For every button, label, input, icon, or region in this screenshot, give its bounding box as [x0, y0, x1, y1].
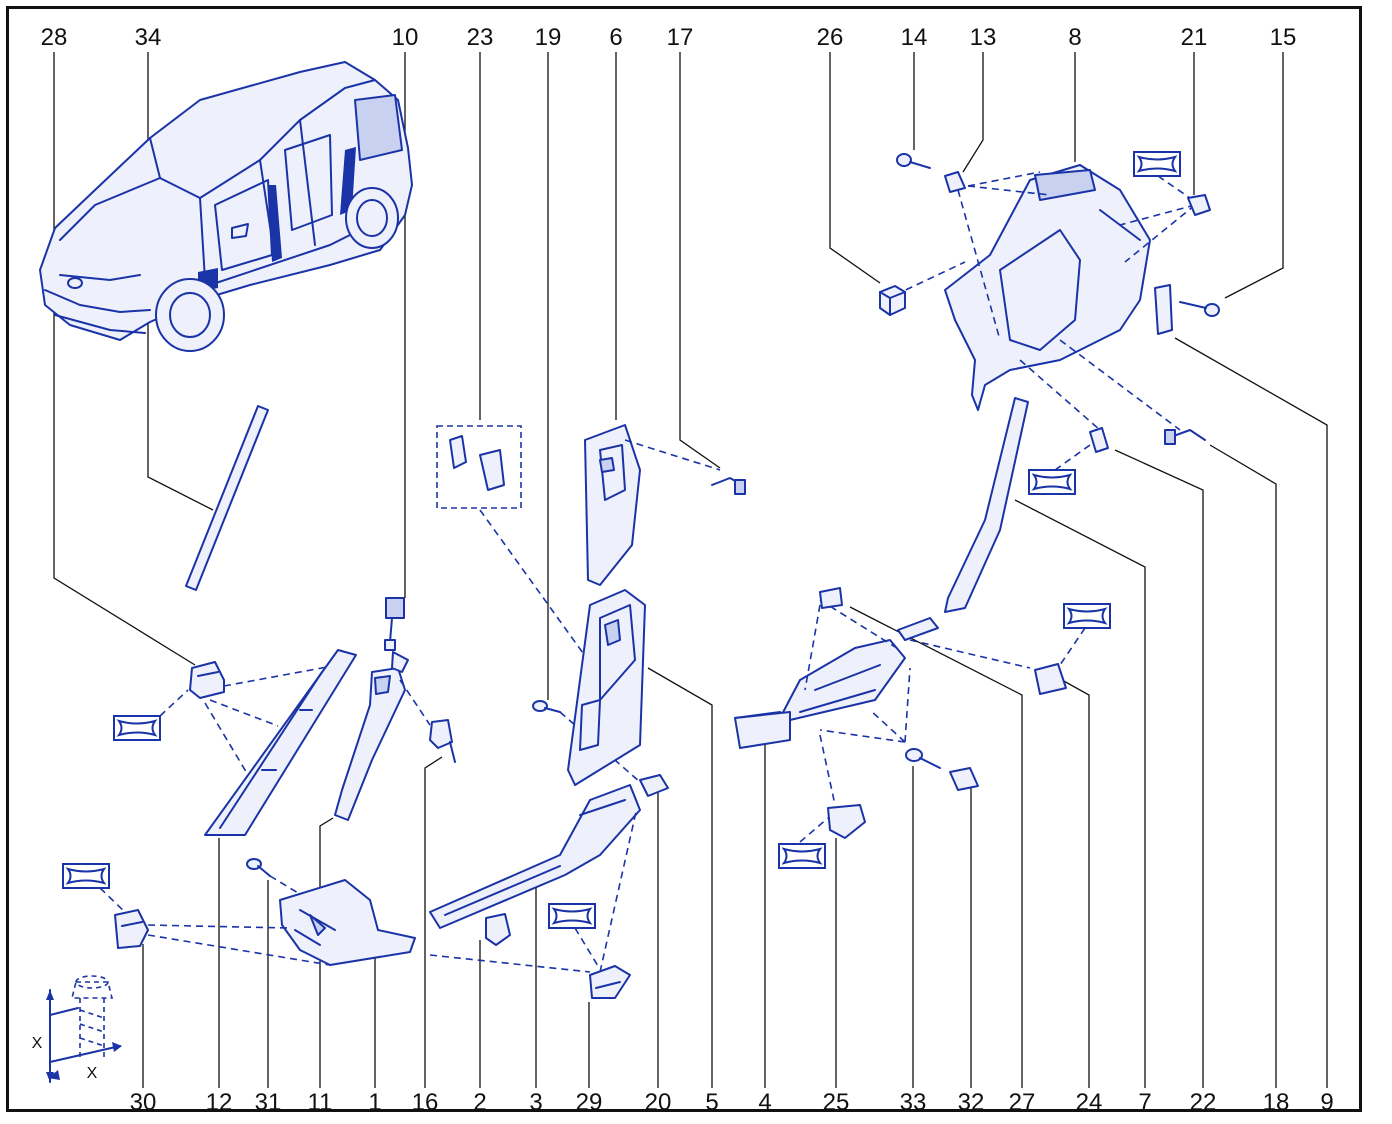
screw-31 — [246, 858, 271, 877]
callout-27: 27 — [1009, 1089, 1036, 1116]
ref-badge-30 — [62, 863, 110, 889]
callout-33: 33 — [900, 1089, 927, 1116]
callout-32: 32 — [958, 1089, 985, 1116]
wiring-18 — [1164, 429, 1206, 445]
connector-10 — [384, 597, 405, 651]
callout-34: 34 — [135, 24, 162, 51]
callout-9: 9 — [1320, 1089, 1333, 1116]
callout-31: 31 — [255, 1089, 282, 1116]
ref-badge-28 — [113, 715, 161, 741]
fastener-dimension-detail: X X — [32, 975, 122, 1083]
sensor-group-23 — [436, 425, 522, 509]
clip-30 — [114, 909, 149, 949]
screw-19 — [532, 700, 561, 713]
callout-13: 13 — [970, 24, 997, 51]
screw-33 — [905, 748, 941, 769]
clip-24 — [1034, 663, 1067, 695]
callout-1: 1 — [368, 1089, 381, 1116]
ref-badge-21 — [1133, 151, 1181, 177]
ref-badge-24 — [1063, 603, 1111, 629]
pillar-middle-5 — [567, 589, 646, 786]
clip-28 — [189, 661, 225, 699]
clip-22 — [1089, 427, 1109, 453]
ref-badge-25 — [778, 843, 826, 869]
vehicle-illustration — [39, 61, 413, 352]
callout-12: 12 — [206, 1089, 233, 1116]
rear-quarter-trim-8 — [944, 164, 1151, 411]
clip-2 — [485, 913, 511, 946]
callout-30: 30 — [130, 1089, 157, 1116]
screw-14 — [896, 153, 931, 169]
callouts-bottom: 30 12 31 11 1 16 2 3 29 20 5 4 25 33 32 … — [130, 1089, 1334, 1116]
dimension-x-vertical: X — [32, 1035, 43, 1052]
sill-trim-3 — [429, 784, 641, 929]
callout-10: 10 — [392, 24, 419, 51]
callout-8: 8 — [1068, 24, 1081, 51]
trim-strip-34 — [185, 405, 269, 591]
lower-trim-1 — [279, 879, 416, 966]
block-26 — [879, 285, 906, 316]
clip-13 — [944, 171, 966, 193]
callout-22: 22 — [1190, 1089, 1217, 1116]
clip-29 — [589, 965, 631, 999]
callout-4: 4 — [758, 1089, 771, 1116]
bracket-27 — [819, 587, 939, 641]
callout-15: 15 — [1270, 24, 1297, 51]
callout-19: 19 — [535, 24, 562, 51]
callout-21: 21 — [1181, 24, 1208, 51]
clip-25 — [827, 804, 866, 839]
callout-3: 3 — [529, 1089, 542, 1116]
callout-6: 6 — [609, 24, 622, 51]
clip-21 — [1187, 194, 1211, 216]
callout-2: 2 — [473, 1089, 486, 1116]
callout-23: 23 — [467, 24, 494, 51]
pillar-upper-6 — [584, 424, 641, 586]
clip-20 — [639, 774, 669, 797]
callouts-top: 28 34 10 23 19 6 17 26 14 13 8 21 15 — [41, 24, 1297, 51]
callout-11: 11 — [308, 1089, 333, 1116]
screw-15 — [1179, 301, 1220, 317]
rear-pillar-7 — [944, 397, 1029, 613]
wiring-17 — [711, 477, 746, 495]
callout-17: 17 — [667, 24, 694, 51]
sill-trim-12 — [204, 649, 357, 836]
callout-7: 7 — [1138, 1089, 1151, 1116]
callout-5: 5 — [705, 1089, 718, 1116]
rear-trim-4 — [734, 639, 906, 749]
pillar-trim-11 — [334, 651, 409, 821]
callout-16: 16 — [412, 1089, 439, 1116]
callout-20: 20 — [645, 1089, 672, 1116]
ref-badge-22 — [1028, 469, 1076, 495]
callout-14: 14 — [901, 24, 928, 51]
callout-28: 28 — [41, 24, 68, 51]
speaker-16 — [429, 719, 456, 763]
callout-29: 29 — [576, 1089, 603, 1116]
dimension-x-horizontal: X — [87, 1065, 98, 1082]
diagram-frame — [6, 6, 1362, 1112]
callout-24: 24 — [1076, 1089, 1103, 1116]
callout-18: 18 — [1263, 1089, 1290, 1116]
ref-badge-29 — [548, 903, 596, 929]
bracket-9 — [1154, 284, 1173, 335]
callout-26: 26 — [817, 24, 844, 51]
callout-25: 25 — [823, 1089, 850, 1116]
clip-32 — [949, 767, 979, 791]
